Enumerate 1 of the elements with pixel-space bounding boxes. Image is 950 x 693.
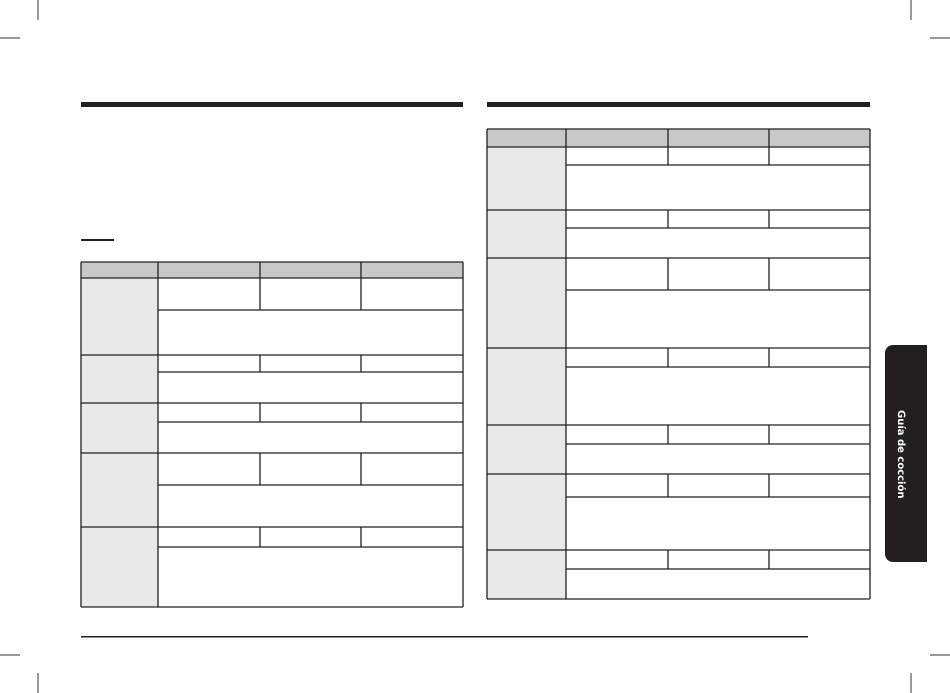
section-label: Guía de cocción <box>895 410 906 498</box>
